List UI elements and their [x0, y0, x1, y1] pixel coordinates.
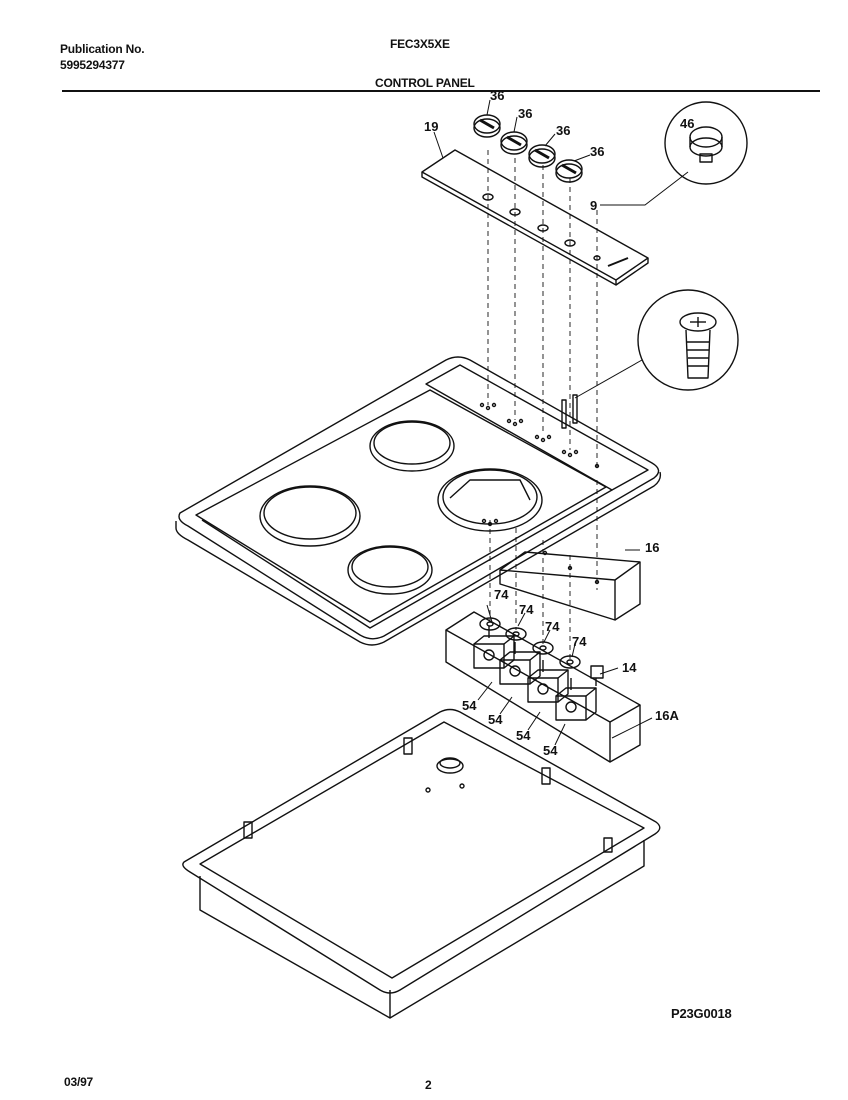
publication-date: 03/97 [64, 1075, 94, 1089]
callout-washer-2: 74 [519, 602, 534, 617]
publication-number: 5995294377 [60, 58, 125, 72]
cooktop-top [175, 356, 662, 646]
callout-knob-4: 36 [590, 144, 604, 159]
screw-detail-circle [637, 289, 739, 391]
page-number: 2 [425, 1078, 432, 1092]
callout-washer-4: 74 [572, 634, 587, 649]
callout-washer-1: 74 [494, 587, 509, 602]
alignment-lines [487, 150, 598, 660]
callout-switch-4: 54 [543, 743, 558, 758]
callout-indicator: 14 [622, 660, 637, 675]
callout-knob-detail: 46 [680, 116, 694, 131]
callout-control-panel: 19 [424, 119, 438, 134]
callout-bracket: 16 [645, 540, 659, 555]
switch-bracket-16A [445, 611, 641, 763]
washers [479, 617, 581, 669]
knob-4 [555, 159, 583, 183]
callout-screw: 9 [590, 198, 597, 213]
bracket-16 [499, 550, 641, 621]
knob-detail-circle [664, 101, 748, 185]
infinite-switches [473, 626, 597, 721]
indicator-light [590, 665, 604, 686]
callout-knob-3: 36 [556, 123, 570, 138]
knob-3 [528, 144, 556, 168]
leader-lines [433, 99, 689, 746]
callout-knob-2: 36 [518, 106, 532, 121]
knob-1 [473, 114, 501, 138]
callout-labels: 36 36 36 36 19 46 9 16 74 74 74 74 14 54… [424, 88, 694, 758]
model-number: FEC3X5XE [390, 37, 450, 51]
callout-switch-2: 54 [488, 712, 503, 727]
section-title: CONTROL PANEL [375, 76, 475, 90]
knob-2 [500, 131, 528, 155]
figure-code: P23G0018 [671, 1006, 732, 1021]
callout-switch-3: 54 [516, 728, 531, 743]
header-rule [62, 90, 820, 92]
callout-knob-1: 36 [490, 88, 504, 103]
publication-label: Publication No. [60, 42, 145, 56]
callout-switch-1: 54 [462, 698, 477, 713]
control-panel-plate [421, 149, 649, 286]
callout-washer-3: 74 [545, 619, 560, 634]
callout-switch-bracket: 16A [655, 708, 679, 723]
cooktop-base-pan [182, 708, 661, 1019]
